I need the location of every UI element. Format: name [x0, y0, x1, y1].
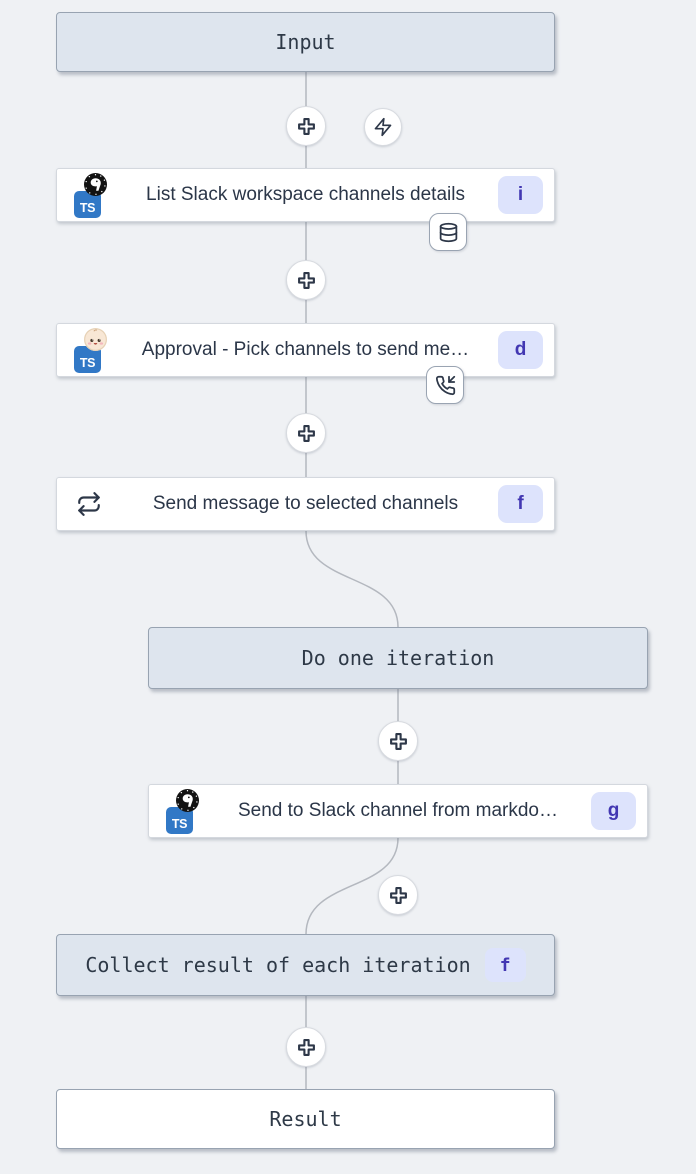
- flow-input-label: Input: [275, 30, 336, 54]
- cache-chip[interactable]: [429, 213, 467, 251]
- language-icon-cluster: TS: [74, 173, 120, 219]
- add-step-button[interactable]: [286, 413, 326, 453]
- plus-icon: [297, 117, 315, 135]
- flow-result-node[interactable]: Result: [56, 1089, 555, 1149]
- plus-icon: [297, 1038, 315, 1056]
- step-id-badge: f: [498, 485, 543, 523]
- collect-result-node[interactable]: Collect result of each iteration f: [56, 934, 555, 996]
- language-icon-cluster: TS: [166, 789, 212, 835]
- step-label: Send to Slack channel from markdo…: [238, 800, 558, 821]
- step-id-badge: d: [498, 331, 543, 369]
- flow-result-label: Result: [269, 1107, 342, 1131]
- zap-icon: [374, 117, 392, 137]
- suspend-approval-chip[interactable]: [426, 366, 464, 404]
- step-id-badge: f: [484, 948, 526, 982]
- step-node-2[interactable]: TS Approval - Pick channels to send me… …: [56, 323, 555, 377]
- add-step-button[interactable]: [286, 106, 326, 146]
- step-node-forloop[interactable]: Send message to selected channels f: [56, 477, 555, 531]
- plus-icon: [297, 424, 315, 442]
- add-step-button[interactable]: [378, 721, 418, 761]
- add-step-button[interactable]: [378, 875, 418, 915]
- step-node-1[interactable]: TS List Slack workspace channels details…: [56, 168, 555, 222]
- database-icon: [439, 222, 457, 242]
- phone-incoming-icon: [435, 375, 455, 395]
- step-id-badge: g: [591, 792, 636, 830]
- step-label: Approval - Pick channels to send me…: [141, 339, 470, 360]
- plus-icon: [297, 271, 315, 289]
- plus-icon: [389, 886, 407, 904]
- deno-icon: [84, 173, 107, 196]
- step-id-badge: i: [498, 176, 543, 214]
- deno-icon: [176, 789, 199, 812]
- step-label: List Slack workspace channels details: [146, 184, 465, 205]
- add-trigger-button[interactable]: [364, 108, 402, 146]
- flow-input-node[interactable]: Input: [56, 12, 555, 72]
- add-step-button[interactable]: [286, 260, 326, 300]
- repeat-icon: [74, 478, 104, 530]
- collect-result-label: Collect result of each iteration: [85, 953, 471, 977]
- add-step-button[interactable]: [286, 1027, 326, 1067]
- step-label: Send message to selected channels: [152, 493, 459, 514]
- step-node-4[interactable]: TS Send to Slack channel from markdo… g: [148, 784, 648, 838]
- bun-icon: [84, 328, 107, 351]
- language-icon-cluster: TS: [74, 328, 120, 374]
- loop-body-label: Do one iteration: [301, 646, 495, 670]
- plus-icon: [389, 732, 407, 750]
- loop-body-label-node[interactable]: Do one iteration: [148, 627, 648, 689]
